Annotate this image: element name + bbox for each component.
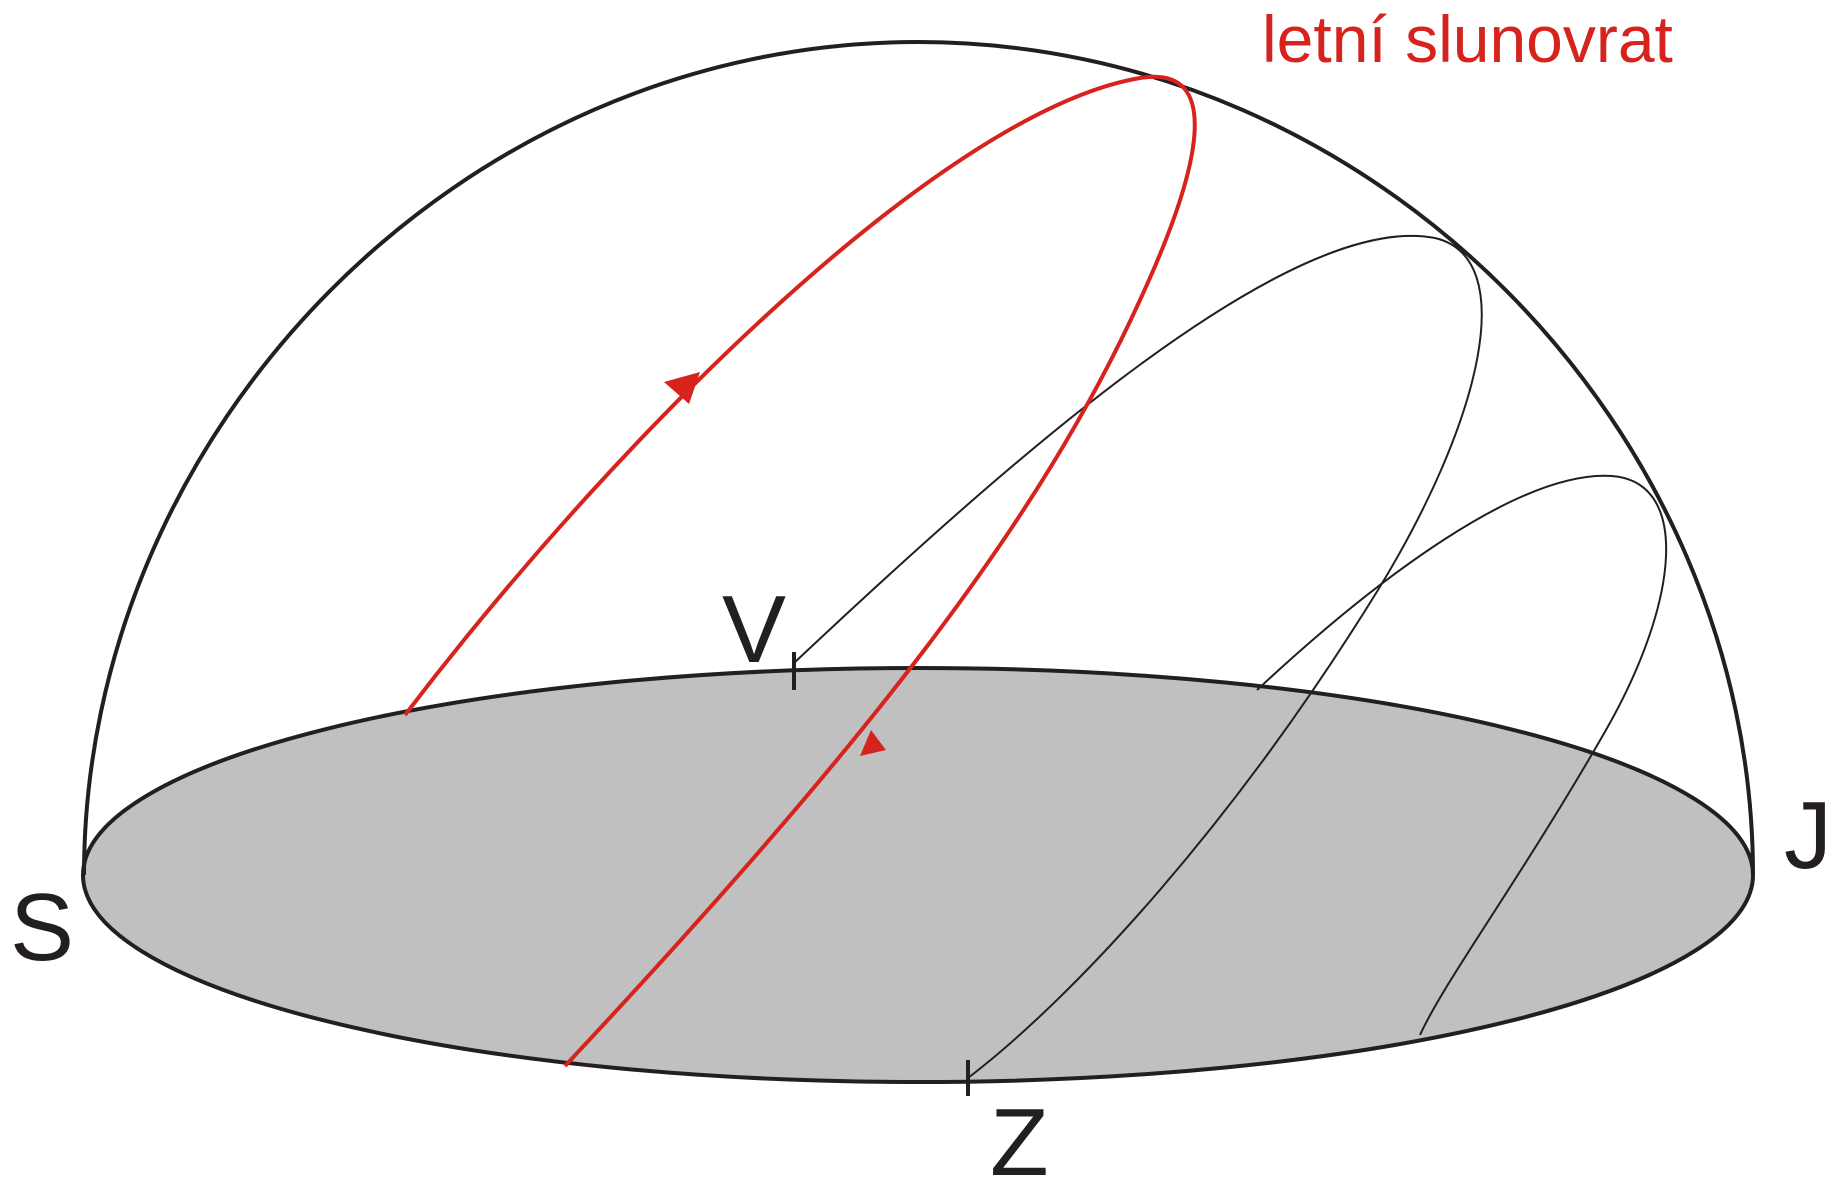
sun-path-winter — [1256, 474, 1668, 1036]
sun-path-summer-solstice — [403, 74, 1197, 1068]
sun-path-equinox — [793, 235, 1483, 1079]
north-label: S — [10, 874, 75, 981]
south-label: J — [1784, 782, 1832, 889]
celestial-dome — [82, 39, 1755, 876]
east-label: V — [722, 576, 787, 683]
horizon-plane — [81, 666, 1755, 1084]
summer-solstice-label: letní slunovrat — [1262, 2, 1673, 76]
west-label: Z — [990, 1089, 1049, 1196]
arrow-ascending-icon — [664, 372, 700, 404]
arrow-descending-icon — [860, 730, 886, 756]
